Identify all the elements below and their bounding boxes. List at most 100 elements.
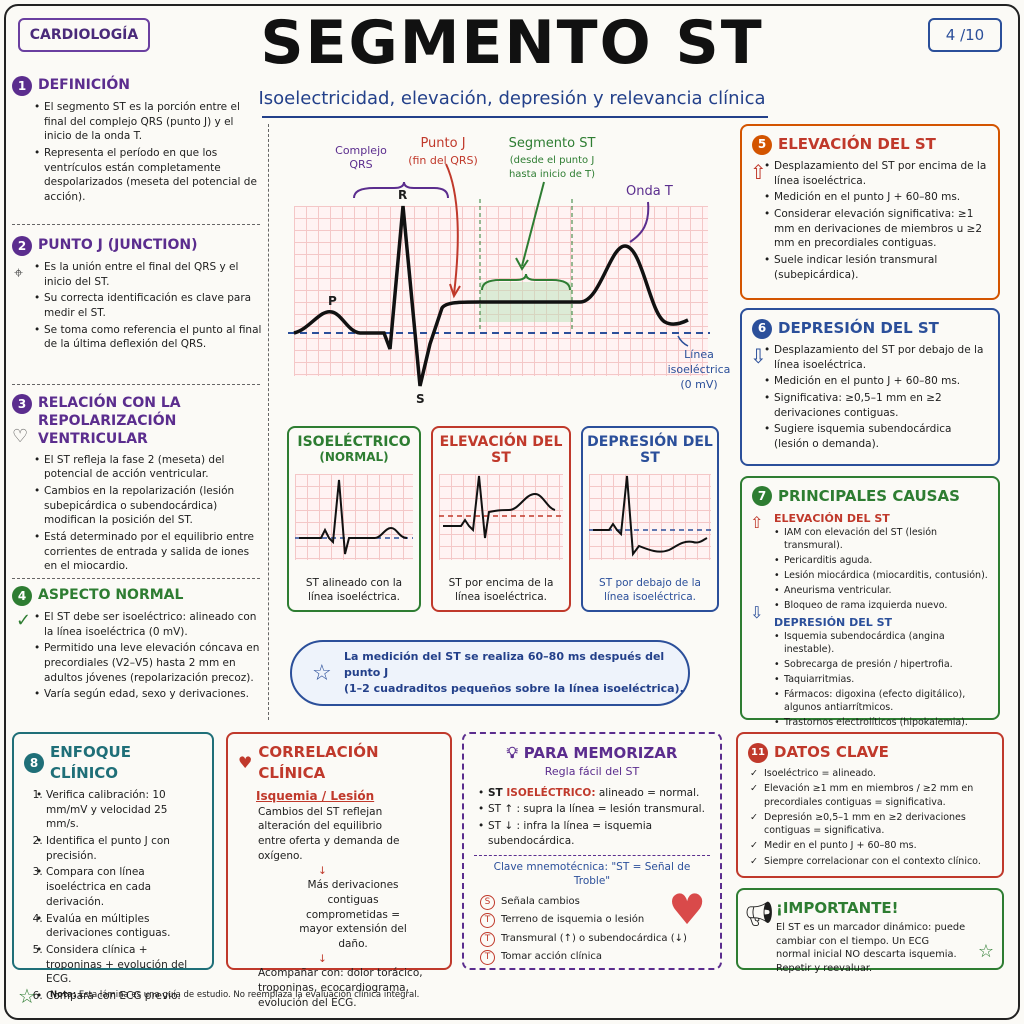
section-title: ASPECTO NORMAL: [38, 587, 184, 604]
number-badge: 3: [12, 394, 32, 414]
section-depresion: 6 DEPRESIÓN DEL ST ⇩ Desplazamiento del S…: [740, 308, 1000, 466]
list-item: Isquemia subendocárdica (angina inestabl…: [774, 630, 988, 656]
mnemonic-text: Señala cambios: [501, 895, 580, 907]
page-frame: [4, 4, 1020, 1020]
s-wave-label: S: [416, 392, 425, 406]
list-item: Suele indicar lesión transmural (subepic…: [764, 253, 988, 282]
section-title: PRINCIPALES CAUSAS: [778, 487, 960, 505]
star-icon: ☆: [977, 940, 994, 962]
arrow-down-icon: ↓: [318, 864, 327, 877]
isoelectric-label-line: Línea: [684, 348, 714, 361]
list-item: El ST refleja la fase 2 (meseta) del pot…: [34, 453, 262, 482]
list-item: Está determinado por el equilibrio entre…: [34, 530, 262, 574]
list-item: Medición en el punto J + 60–80 ms.: [764, 190, 988, 205]
arrow-down-icon: ⇩: [750, 603, 764, 622]
arrow-up-icon: ⇧: [750, 160, 767, 184]
section-correlacion: ♥CORRELACIÓN CLÍNICA Isquemia / Lesión C…: [226, 732, 452, 1009]
mnemonic-text: Tomar acción clínica: [501, 951, 603, 963]
panel-caption-line: ST por debajo de la: [599, 576, 701, 589]
list-item: Sugiere isquemia subendocárdica (lesión …: [764, 422, 988, 451]
list-item: Considerar elevación significativa: ≥1 m…: [764, 207, 988, 251]
causes-subtitle: ELEVACIÓN DEL ST: [774, 511, 890, 525]
section-title: DEFINICIÓN: [38, 77, 130, 94]
correlation-text: Cambios del ST reflejan alteración del e…: [258, 805, 400, 862]
mini-ecg-depression: [589, 475, 711, 557]
callout-line: La medición del ST se realiza 60–80 ms d…: [344, 650, 665, 680]
panel-caption-line: línea isoeléctrica.: [454, 590, 548, 603]
mini-ecg-elevation: [439, 475, 563, 539]
divider: [12, 224, 260, 225]
qrs-brace: [353, 181, 449, 199]
arrow-down-icon: ↓: [318, 952, 327, 965]
rule-item: ST ↓ : infra la línea = isquemia subendo…: [478, 819, 710, 848]
list-item: Sobrecarga de presión / hipertrofia.: [774, 658, 988, 671]
list-item: Pericarditis aguda.: [774, 554, 988, 567]
list-item: Siempre correlacionar con el contexto cl…: [750, 855, 992, 869]
list-item: Bloqueo de rama izquierda nuevo.: [774, 599, 988, 612]
divider: [12, 384, 260, 385]
arrow-down-icon: ⇩: [750, 344, 767, 368]
isoelectric-label-line: isoeléctrica: [667, 362, 731, 376]
memorize-subtitle: Regla fácil del ST: [544, 765, 640, 779]
number-badge: 5: [752, 134, 772, 155]
list-item: Desplazamiento del ST por debajo de la l…: [764, 343, 988, 372]
number-badge: 11: [748, 742, 768, 763]
lightbulb-icon: 💡︎: [506, 743, 518, 762]
mnemonic-letter: T: [480, 950, 495, 966]
list-item: Representa el período en que los ventríc…: [34, 146, 262, 205]
callout-line: (1–2 cuadraditos pequeños sobre la línea…: [344, 681, 684, 695]
mnemonic-item: T Tomar acción clínica: [480, 948, 710, 967]
section-title: PUNTO J (JUNCTION): [38, 237, 198, 254]
star-icon: ☆: [312, 661, 332, 686]
panel-caption-line: línea isoeléctrica.: [307, 590, 401, 603]
segmento-st-sublabel: hasta inicio de T): [508, 169, 596, 180]
punto-j-label: Punto J: [420, 136, 466, 151]
rule-text: alineado = normal.: [595, 786, 700, 799]
number-badge: 4: [12, 586, 32, 606]
panel-caption-line: ST alineado con la: [305, 576, 403, 589]
measurement-callout: ☆ La medición del ST se realiza 60–80 ms…: [290, 640, 690, 706]
section-title: DEPRESIÓN DEL ST: [778, 319, 939, 337]
number-badge: 8: [24, 753, 44, 773]
list-item: Fármacos: digoxina (efecto digitálico), …: [774, 688, 988, 714]
section-title: ¡IMPORTANTE!: [776, 899, 899, 917]
p-wave-label: P: [328, 294, 337, 308]
list-item: El segmento ST es la porción entre el fi…: [34, 100, 262, 144]
mini-grid: [439, 474, 563, 560]
mnemonic-letter: T: [480, 931, 495, 947]
panel-isoelectrico: ISOELÉCTRICO (NORMAL) ST alineado con la…: [287, 426, 421, 612]
list-item: Trastornos electrolíticos (hipokalemia).: [774, 716, 988, 729]
panel-subtitle: (NORMAL): [319, 450, 389, 464]
ecg-diagram: [288, 163, 710, 387]
list-item: Significativa: ≥0,5–1 mm en ≥2 derivacio…: [764, 391, 988, 420]
list-item: Taquiarritmias.: [774, 673, 988, 686]
list-item: Permitido una leve elevación cóncava en …: [34, 641, 262, 685]
list-item: IAM con elevación del ST (lesión transmu…: [774, 526, 988, 552]
mnemonic-letter: T: [480, 913, 495, 929]
list-item: Su correcta identificación es clave para…: [34, 291, 262, 320]
rule-item: ST ISOELÉCTRICO: alineado = normal.: [478, 786, 710, 801]
section-title: CORRELACIÓN CLÍNICA: [258, 743, 379, 782]
heart-pulse-icon: ♡: [12, 426, 29, 447]
panel-caption-line: ST por encima de la: [448, 576, 554, 589]
panel-caption-line: línea isoeléctrica.: [603, 590, 697, 603]
divider: [12, 578, 260, 579]
list-item: Cambios en la repolarización (lesión sub…: [34, 484, 262, 528]
list-item: Desplazamiento del ST por encima de la l…: [764, 159, 988, 188]
section-title: DATOS CLAVE: [774, 743, 889, 761]
mini-grid: [589, 474, 711, 560]
list-item: Evalúa en múltiples derivaciones contigu…: [36, 912, 202, 941]
number-badge: 6: [752, 318, 772, 339]
list-item: Depresión ≥0,5–1 mm en ≥2 derivaciones c…: [750, 811, 992, 838]
